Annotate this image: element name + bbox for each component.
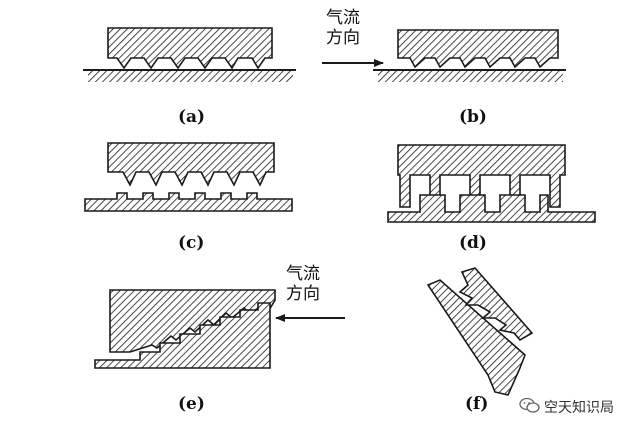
seal-base-b [378, 70, 563, 82]
panel-c-stepped-seal [84, 142, 293, 212]
panel-label-d: (d) [459, 233, 487, 253]
seal-base-a [88, 70, 293, 82]
panel-label-c: (c) [178, 233, 205, 253]
flow-direction-label-e: 气流 方向 [286, 264, 320, 304]
seal-rotor-a [107, 27, 273, 70]
wechat-icon [519, 397, 540, 413]
seal-fins-f [458, 267, 534, 342]
flow-label-e-line1: 气流 [286, 264, 320, 284]
watermark-text: 空天知识局 [544, 400, 614, 416]
seal-rotor-c [107, 142, 275, 187]
seal-base-c [84, 192, 293, 212]
panel-label-b: (b) [459, 107, 487, 127]
panel-label-a: (a) [178, 107, 206, 127]
panel-a-straight-seal [83, 27, 296, 82]
panel-d-interlocking-seal [387, 144, 596, 223]
seal-rotor-b [397, 29, 559, 69]
panel-b-slanted-seal [322, 29, 566, 82]
flow-label-e-line2: 方向 [286, 284, 320, 304]
flow-direction-label-b: 气流 方向 [326, 8, 360, 48]
panel-label-f: (f) [465, 394, 489, 414]
flow-label-b-line2: 方向 [326, 28, 360, 48]
seal-base-e [94, 302, 271, 369]
seal-body-f [426, 279, 526, 396]
panel-f-diagonal-seal [426, 267, 534, 396]
panel-label-e: (e) [178, 394, 205, 414]
flow-label-b-line1: 气流 [326, 8, 360, 28]
panel-e-stepped-incline-seal [94, 289, 345, 369]
seal-base-d [387, 194, 596, 223]
